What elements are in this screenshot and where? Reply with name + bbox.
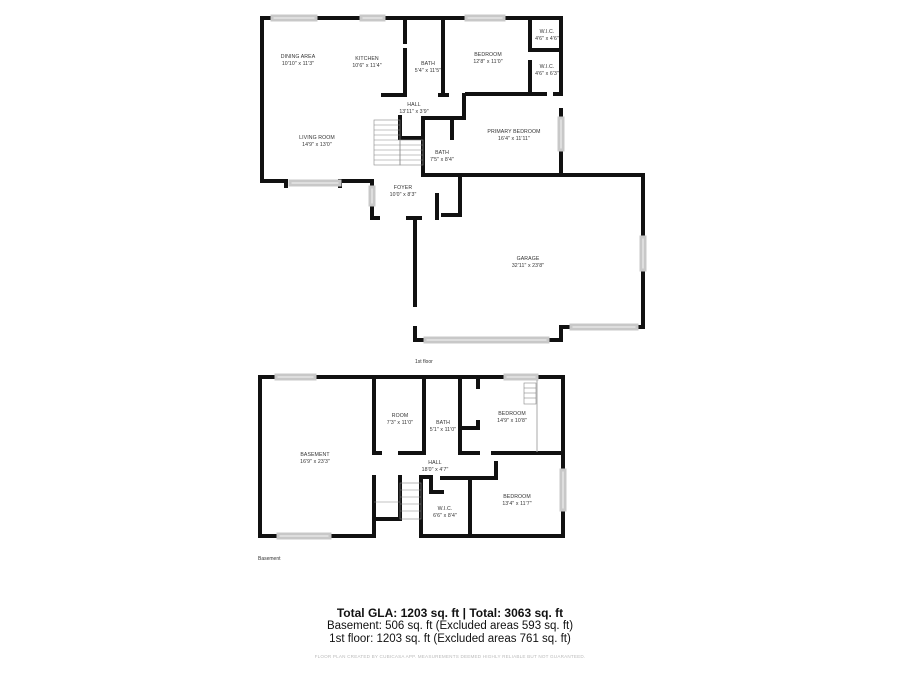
room-label-bath-upper: BATH 5'4" x 11'5" xyxy=(415,61,441,75)
floor-label-first: 1st floor xyxy=(415,359,433,365)
room-dims: 5'1" x 11'0" xyxy=(429,427,457,433)
room-label-bedroom-1: BEDROOM 14'9" x 10'8" xyxy=(497,411,527,425)
room-name: BASEMENT xyxy=(300,452,330,458)
room-dims: 7'5" x 8'4" xyxy=(430,157,454,163)
room-name: DINING AREA xyxy=(280,54,316,60)
room-name: HALL xyxy=(407,102,421,108)
room-label-hall: HALL 13'11" x 3'9" xyxy=(399,102,428,116)
room-name: W.I.C. xyxy=(437,506,453,512)
room-name: ROOM xyxy=(391,413,409,419)
disclaimer-text: FLOOR PLAN CREATED BY CUBICASA APP. MEAS… xyxy=(314,654,586,659)
room-name: W.I.C. xyxy=(539,64,555,70)
room-dims: 16'4" x 11'11" xyxy=(498,136,530,142)
room-dims: 32'11" x 23'8" xyxy=(511,263,545,269)
room-dims: 13'11" x 3'9" xyxy=(399,109,429,115)
room-dims: 16'9" x 23'3" xyxy=(300,459,330,465)
room-label-bath-lower: BATH 7'5" x 8'4" xyxy=(430,150,454,164)
room-label-primary-bedroom: PRIMARY BEDROOM 16'4" x 11'11" xyxy=(487,129,540,143)
room-name: GARAGE xyxy=(516,256,540,262)
room-label-wic: W.I.C. 6'6" x 8'4" xyxy=(433,506,457,520)
room-dims: 10'10" x 11'3" xyxy=(281,61,315,67)
room-dims: 10'6" x 11'4" xyxy=(352,63,382,69)
room-dims: 5'4" x 11'5" xyxy=(414,68,442,74)
room-dims: 13'4" x 11'7" xyxy=(502,501,532,507)
room-label-kitchen: KITCHEN 10'6" x 11'4" xyxy=(352,56,381,70)
room-label-basement: BASEMENT 16'9" x 23'3" xyxy=(300,452,330,466)
room-dims: 6'6" x 8'4" xyxy=(433,513,457,519)
room-label-hall: HALL 18'0" x 4'7" xyxy=(422,460,449,474)
room-dims: 12'8" x 11'0" xyxy=(473,59,503,65)
room-dims: 14'9" x 10'8" xyxy=(497,418,527,424)
room-dims: 4'6" x 6'3" xyxy=(535,71,559,77)
room-label-dining-area: DINING AREA 10'10" x 11'3" xyxy=(281,54,316,68)
floor-label-basement: Basement xyxy=(258,556,281,562)
room-name: FOYER xyxy=(393,185,413,191)
room-dims: 4'6" x 4'6" xyxy=(535,36,559,42)
first-floor-walls xyxy=(260,14,647,344)
room-name: BEDROOM xyxy=(498,411,526,417)
room-label-living-room: LIVING ROOM 14'9" x 13'0" xyxy=(299,135,335,149)
room-name: KITCHEN xyxy=(355,56,379,62)
total-area-summary: Total GLA: 1203 sq. ft | Total: 3063 sq.… xyxy=(336,606,564,620)
room-dims: 18'0" x 4'7" xyxy=(421,467,449,473)
basement-area-summary: Basement: 506 sq. ft (Excluded areas 593… xyxy=(326,620,574,632)
first-floor-area-summary: 1st floor: 1203 sq. ft (Excluded areas 7… xyxy=(329,633,571,645)
room-name: BATH xyxy=(421,61,435,67)
room-label-bedroom-2: BEDROOM 13'4" x 11'7" xyxy=(502,494,531,508)
room-dims: 14'9" x 13'0" xyxy=(302,142,332,148)
room-label-room: ROOM 7'3" x 11'0" xyxy=(387,413,413,427)
room-name: BATH xyxy=(436,420,450,426)
room-name: BEDROOM xyxy=(503,494,531,500)
room-label-foyer: FOYER 10'0" x 8'3" xyxy=(390,185,417,199)
room-label-wic-2: W.I.C. 4'6" x 6'3" xyxy=(535,64,559,78)
room-label-wic-1: W.I.C. 4'6" x 4'6" xyxy=(535,29,559,43)
room-name: BEDROOM xyxy=(474,52,502,58)
room-name: HALL xyxy=(428,460,442,466)
room-name: LIVING ROOM xyxy=(299,135,335,141)
room-dims: 7'3" x 11'0" xyxy=(386,420,414,426)
room-label-garage: GARAGE 32'11" x 23'8" xyxy=(512,256,544,270)
room-dims: 10'0" x 8'3" xyxy=(389,192,417,198)
room-name: PRIMARY BEDROOM xyxy=(487,129,541,135)
room-label-bath: BATH 5'1" x 11'0" xyxy=(430,420,456,434)
room-name: W.I.C. xyxy=(539,29,555,35)
room-label-bedroom: BEDROOM 12'8" x 11'0" xyxy=(473,52,502,66)
basement-walls xyxy=(258,373,567,540)
room-name: BATH xyxy=(435,150,449,156)
